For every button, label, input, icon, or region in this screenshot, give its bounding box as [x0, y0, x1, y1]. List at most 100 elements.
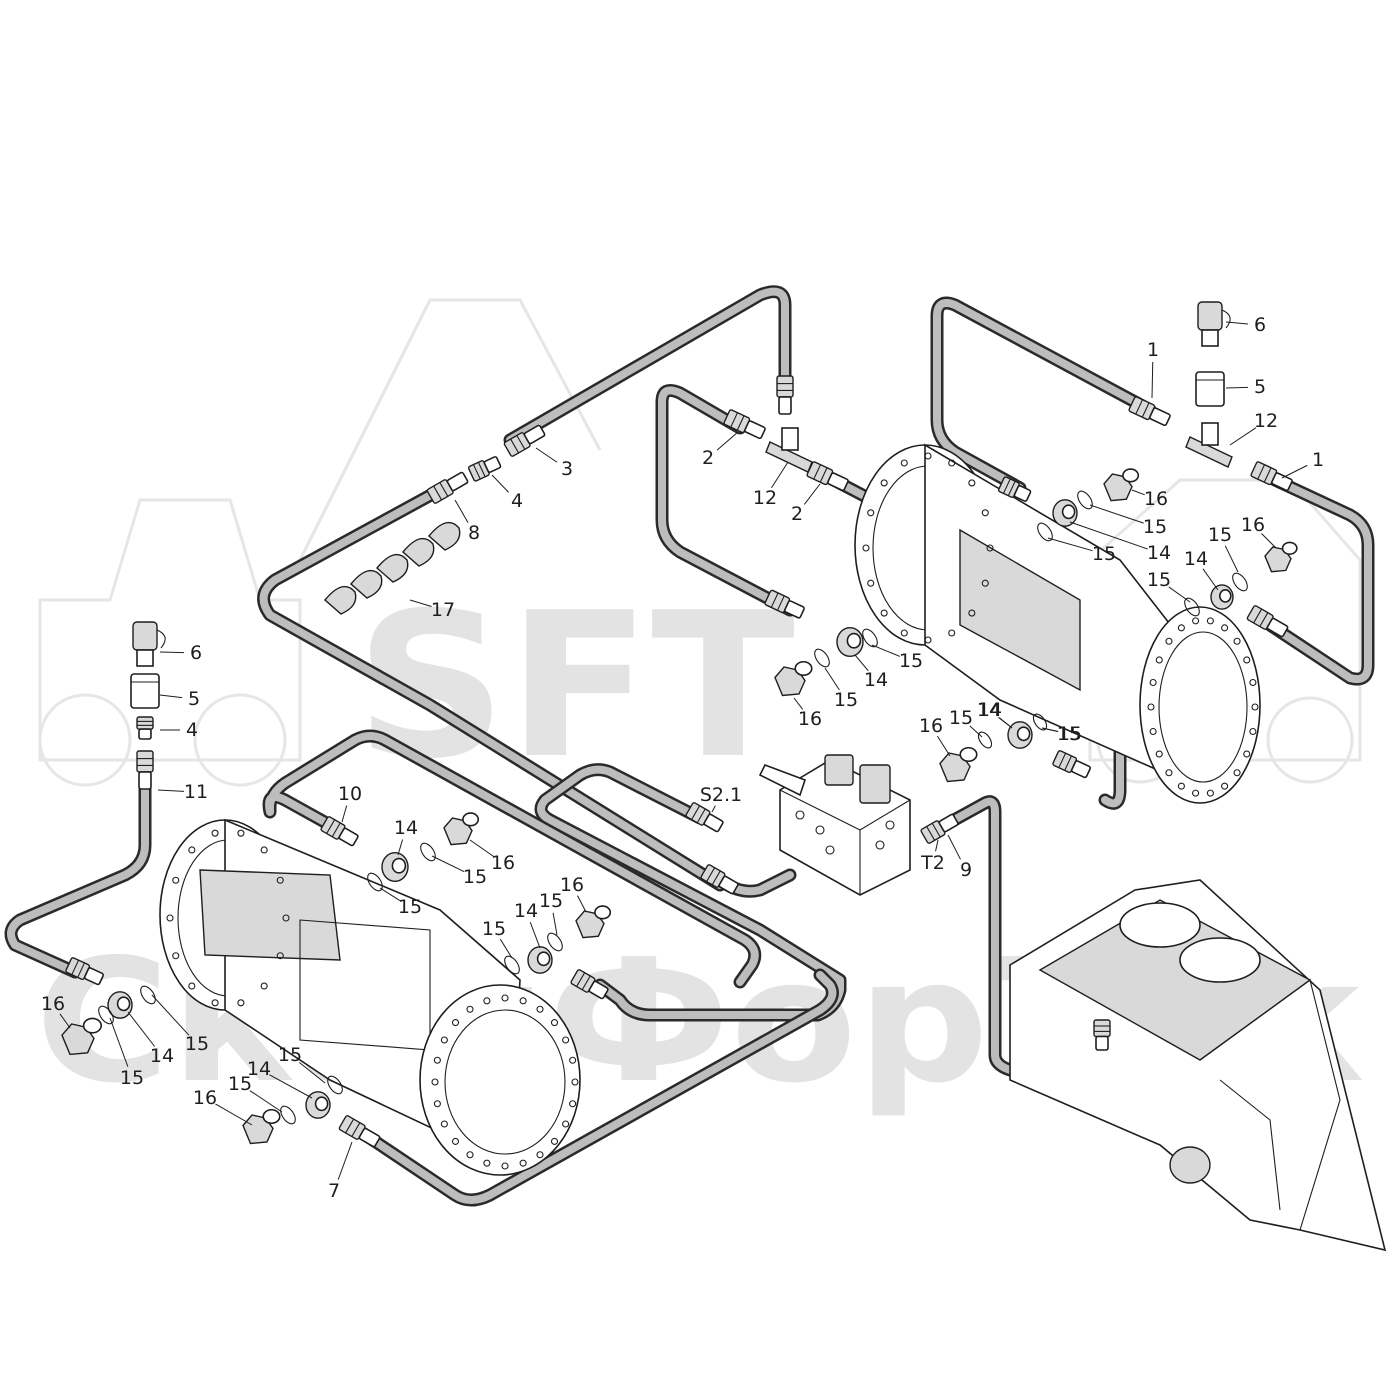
plug-16-e	[443, 812, 480, 846]
callout-label: 11	[184, 781, 208, 803]
callout-label: 9	[960, 859, 972, 881]
plug-16-f	[575, 905, 612, 939]
callout-label: 15	[463, 866, 487, 888]
callout-16: 16	[1241, 514, 1277, 549]
callout-leader	[337, 1141, 353, 1180]
adapter-5-right	[1195, 371, 1225, 407]
fitting-2-left	[723, 409, 766, 440]
fitting-upright	[776, 375, 794, 415]
callout-14: 14	[854, 654, 888, 691]
callout-15: 15	[482, 918, 513, 959]
fitting-4-left	[136, 716, 154, 740]
callout-label: 4	[186, 719, 198, 741]
callout-label: 14	[977, 699, 1001, 721]
callout-label: 16	[798, 708, 822, 730]
oring-15-e	[814, 648, 830, 668]
callout-leader	[947, 834, 961, 860]
callout-label: 16	[491, 852, 515, 874]
callout-leader	[1151, 361, 1154, 399]
callout-leader	[1261, 533, 1277, 549]
test-coupling-6-right	[1197, 301, 1231, 347]
callout-label: 4	[511, 490, 523, 512]
hydraulic-tank	[1009, 879, 1387, 1252]
plug-16-d	[939, 746, 978, 783]
callout-label: 15	[185, 1033, 209, 1055]
callout-leader	[151, 994, 190, 1036]
oring-15-c	[1232, 572, 1248, 592]
callout-15: 15	[1047, 537, 1116, 565]
adapter-5-left	[130, 673, 160, 709]
hose-lines	[4, 285, 1375, 1207]
callout-leader	[771, 461, 789, 489]
callout-leader	[1224, 545, 1239, 573]
callout-label: 16	[1241, 514, 1265, 536]
oring-15-h	[1032, 713, 1048, 731]
callout-label: S2.1	[700, 784, 742, 806]
test-coupling-6-left	[132, 621, 166, 667]
callout-leader	[159, 651, 185, 654]
callout-15: 15	[228, 1073, 283, 1113]
callout-label: 15	[482, 918, 506, 940]
callout-leader	[529, 922, 541, 949]
oring-15-k	[504, 955, 520, 975]
callout-17: 17	[409, 599, 455, 621]
callout-label: 3	[561, 458, 573, 480]
callout-16: 16	[41, 993, 71, 1029]
adapter-14-c	[836, 626, 864, 658]
callout-5: 5	[159, 688, 200, 710]
callout-t2: T2	[920, 839, 945, 874]
callout-label: 10	[338, 783, 362, 805]
hose-2-left-loop	[655, 384, 797, 617]
callout-leader	[1041, 727, 1059, 732]
oring-15-g	[977, 731, 993, 749]
tee-12-right	[1185, 422, 1233, 468]
callout-leader	[59, 1013, 71, 1029]
callout-6: 6	[159, 642, 202, 664]
callout-label: 1	[1312, 449, 1324, 471]
callout-leader	[535, 447, 558, 463]
callout-14: 14	[247, 1058, 313, 1099]
callout-15: 15	[824, 667, 858, 711]
fitting-4-upper	[467, 456, 502, 482]
callout-16: 16	[793, 697, 822, 730]
callout-leader	[1131, 489, 1145, 496]
oring-15-b	[1037, 522, 1053, 542]
callout-label: 15	[278, 1044, 302, 1066]
callout-15: 15	[1208, 524, 1239, 573]
adapter-14-h	[305, 1091, 331, 1119]
callout-15: 15	[1089, 504, 1167, 538]
fitting-tank	[1093, 1019, 1111, 1051]
watermark-machine-outline-left	[38, 298, 602, 787]
adapter-14-a	[1052, 499, 1078, 527]
adapter-14-b	[1210, 584, 1234, 610]
callout-10: 10	[338, 783, 362, 823]
callout-label: 15	[949, 707, 973, 729]
hose-s21-loop-upper	[534, 763, 847, 1022]
callout-2: 2	[791, 483, 821, 525]
callout-leader	[431, 855, 465, 873]
callout-leader	[397, 839, 404, 856]
callout-label: 15	[1058, 723, 1082, 745]
callout-label: 17	[431, 599, 455, 621]
callout-12: 12	[753, 461, 789, 509]
callout-14: 14	[1184, 548, 1219, 591]
adapter-14-f	[527, 946, 553, 974]
callout-6: 6	[1225, 314, 1266, 336]
callout-15: 15	[109, 1017, 144, 1089]
tee-12-left	[765, 427, 813, 473]
callout-label: 2	[791, 503, 803, 525]
adapter-14-g	[107, 991, 133, 1019]
callout-14: 14	[394, 817, 418, 856]
callout-leader	[215, 1103, 253, 1126]
callout-label: 15	[1143, 516, 1167, 538]
fitting-2-lower	[764, 589, 805, 619]
callout-15: 15	[379, 887, 422, 918]
callout-2: 2	[702, 431, 739, 469]
callout-8: 8	[454, 499, 480, 544]
callout-leader	[409, 599, 432, 607]
fitting-2-right	[806, 461, 849, 492]
callout-leader	[936, 735, 951, 757]
callout-leader	[499, 938, 513, 959]
callout-label: 15	[1208, 524, 1232, 546]
